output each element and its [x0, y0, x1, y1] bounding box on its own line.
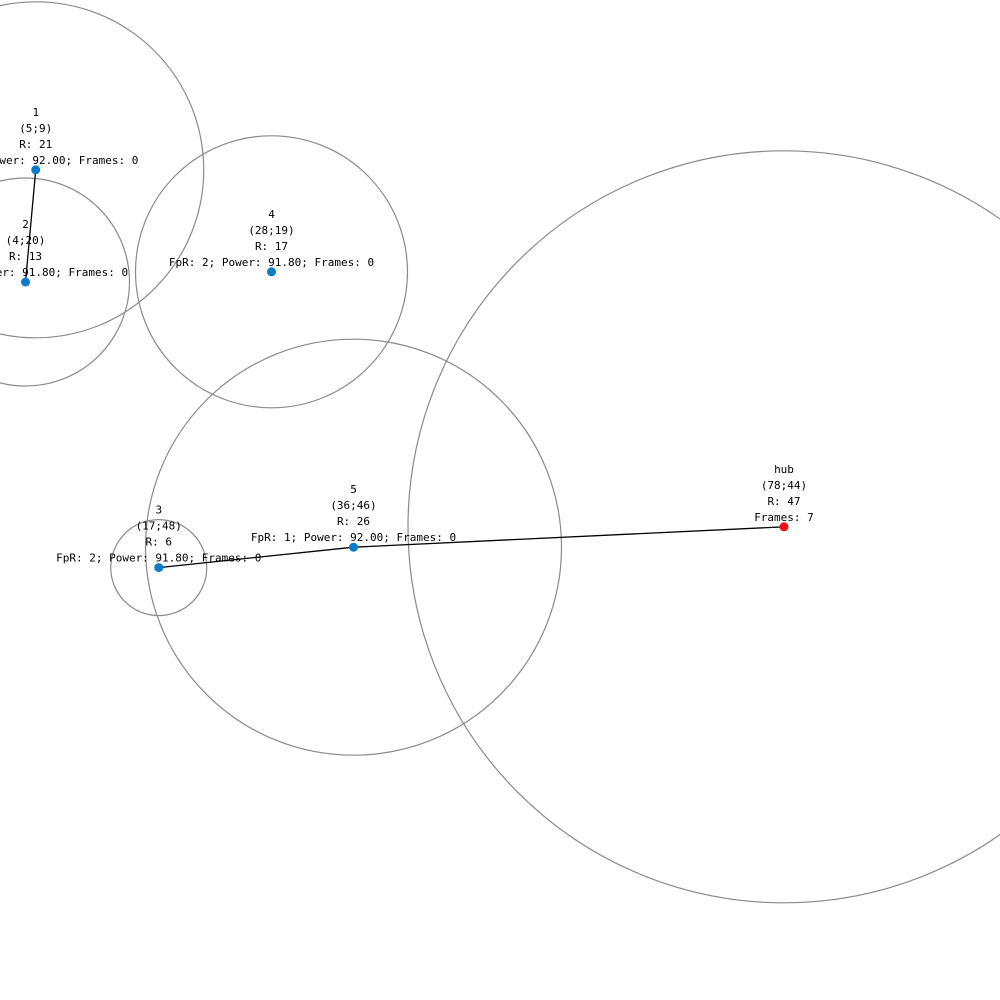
hub-node-hub[interactable] — [779, 522, 789, 532]
node-label-radius: R: 6 — [146, 536, 173, 549]
range-circle-hub — [407, 150, 1000, 904]
sensor-node-2[interactable] — [21, 277, 30, 287]
label-group-3: 3 (17;48) R: 6 FpR: 2; Power: 91.80; Frames… — [56, 504, 261, 565]
range-circle-2 — [0, 177, 131, 387]
node-label-name: 1 — [32, 106, 39, 119]
node-label-status: Frames: 7 — [754, 511, 814, 524]
sensor-node-1[interactable] — [31, 165, 41, 175]
node-label-status: FpR: 5; Power: 91.80; Frames: 0 — [0, 266, 128, 279]
node-label-coords: (28;19) — [248, 224, 294, 237]
range-circle-4 — [134, 135, 409, 409]
label-group-5: 5 (36;46) R: 26 FpR: 1; Power: 92.00; Frame… — [251, 483, 456, 544]
label-group-hub: hub (78;44) R: 47 Frames: 7 — [754, 463, 814, 524]
range-circle-3 — [110, 518, 208, 617]
link-1-2 — [24, 169, 37, 283]
sensor-node-4[interactable] — [267, 267, 276, 277]
label-group-4: 4 (28;19) R: 17 FpR: 2; Power: 91.80; Frame… — [169, 208, 374, 269]
node-label-radius: R: 17 — [255, 240, 288, 253]
sensor-node-3[interactable] — [154, 563, 164, 573]
nodes — [21, 165, 789, 573]
node-label-coords: (36;46) — [330, 499, 376, 512]
node-label-coords: (5;9) — [19, 122, 52, 135]
node-label-coords: (78;44) — [761, 479, 807, 492]
link-5-hub — [353, 526, 785, 548]
node-label-radius: R: 26 — [337, 515, 370, 528]
node-label-coords: (17;48) — [136, 520, 182, 533]
node-labels: 1 (5;9) R: 21 FpR: 4; Power: 92.00; Frames:… — [0, 106, 814, 565]
node-label-radius: R: 13 — [9, 250, 42, 263]
label-group-1: 1 (5;9) R: 21 FpR: 4; Power: 92.00; Frames:… — [0, 106, 138, 167]
node-label-name: 2 — [22, 218, 29, 231]
node-label-status: FpR: 4; Power: 92.00; Frames: 0 — [0, 154, 138, 167]
links — [24, 169, 785, 569]
link-3-5 — [158, 546, 354, 569]
node-label-name: 5 — [350, 483, 357, 496]
range-circle-5 — [144, 338, 563, 756]
range-circles — [0, 1, 1000, 904]
sensor-node-5[interactable] — [349, 542, 358, 552]
range-circle-1 — [0, 1, 205, 339]
node-label-status: FpR: 1; Power: 92.00; Frames: 0 — [251, 531, 456, 544]
node-label-radius: R: 47 — [767, 495, 800, 508]
node-label-coords: (4;20) — [6, 234, 46, 247]
node-label-name: 3 — [155, 504, 162, 517]
label-group-2: 2 (4;20) R: 13 FpR: 5; Power: 91.80; Frames… — [0, 218, 128, 279]
node-label-radius: R: 21 — [19, 138, 52, 151]
node-label-status: FpR: 2; Power: 91.80; Frames: 0 — [56, 552, 261, 565]
node-label-status: FpR: 2; Power: 91.80; Frames: 0 — [169, 256, 374, 269]
node-label-name: 4 — [268, 208, 275, 221]
node-label-name: hub — [774, 463, 794, 476]
